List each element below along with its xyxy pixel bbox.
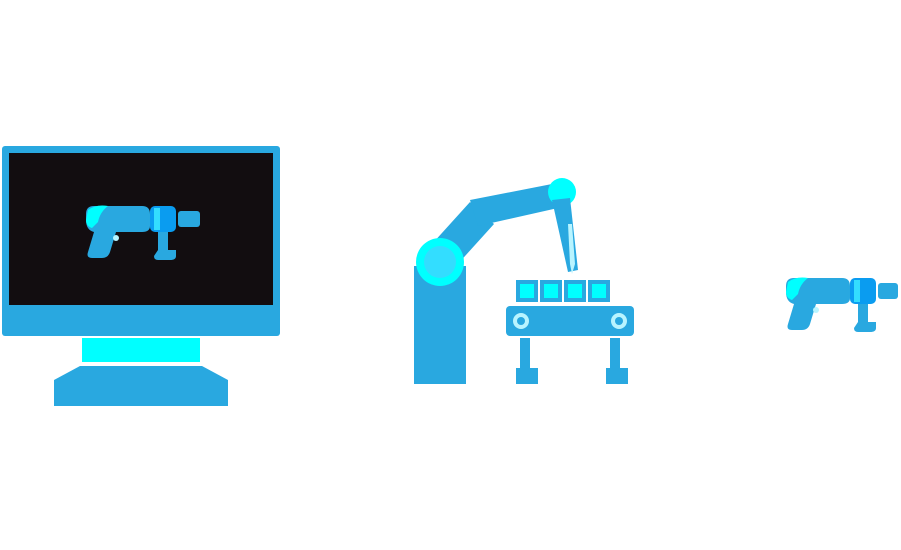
conveyor-leg-right — [610, 338, 620, 370]
screen-drill-icon — [86, 205, 200, 260]
drill-icon — [784, 274, 901, 336]
conveyor-belt — [506, 306, 634, 336]
robot-arm-icon — [412, 174, 638, 388]
robot-tool-tip — [568, 224, 575, 274]
monitor-icon — [0, 144, 282, 408]
conveyor-leg-left — [520, 338, 530, 370]
monitor-base — [54, 366, 228, 406]
conveyor-boxes — [516, 280, 610, 302]
monitor-neck — [82, 338, 200, 362]
robot-upper-arm — [470, 184, 558, 226]
